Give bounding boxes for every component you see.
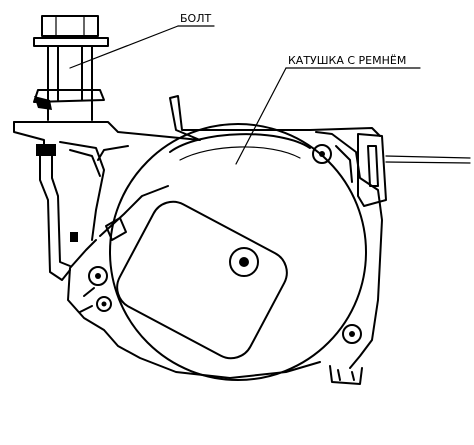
- left-strap-clip: [36, 144, 56, 156]
- reel-label: КАТУШКА С РЕМНЁМ: [288, 54, 406, 67]
- bolt-head: [41, 15, 99, 37]
- bolt-tab: [34, 96, 52, 110]
- right-frame-outline: [315, 131, 383, 369]
- lower-housing: [67, 185, 321, 379]
- belt-reel: [109, 123, 367, 381]
- bolt-collar: [33, 37, 109, 47]
- left-strap: [39, 149, 71, 281]
- reel-top-rim: [169, 133, 311, 153]
- reel-outer-circle: [109, 123, 367, 381]
- cover-plate: [116, 200, 288, 360]
- release-rod: [385, 155, 471, 164]
- bolt-shaft: [47, 45, 93, 121]
- housing-outline: [67, 239, 321, 379]
- bracket-top-plate: [13, 95, 381, 141]
- bolt-leader: [69, 25, 179, 69]
- bracket-arm: [59, 141, 105, 241]
- frame-foot: [329, 365, 363, 385]
- bolt: [33, 15, 109, 121]
- latch-plate: [357, 133, 387, 207]
- leader-lines: [69, 25, 421, 165]
- reel-leader: [235, 67, 287, 165]
- latch-slot: [367, 145, 379, 187]
- bolt-label: БОЛТ: [180, 12, 211, 25]
- mounting-bracket: [13, 95, 381, 281]
